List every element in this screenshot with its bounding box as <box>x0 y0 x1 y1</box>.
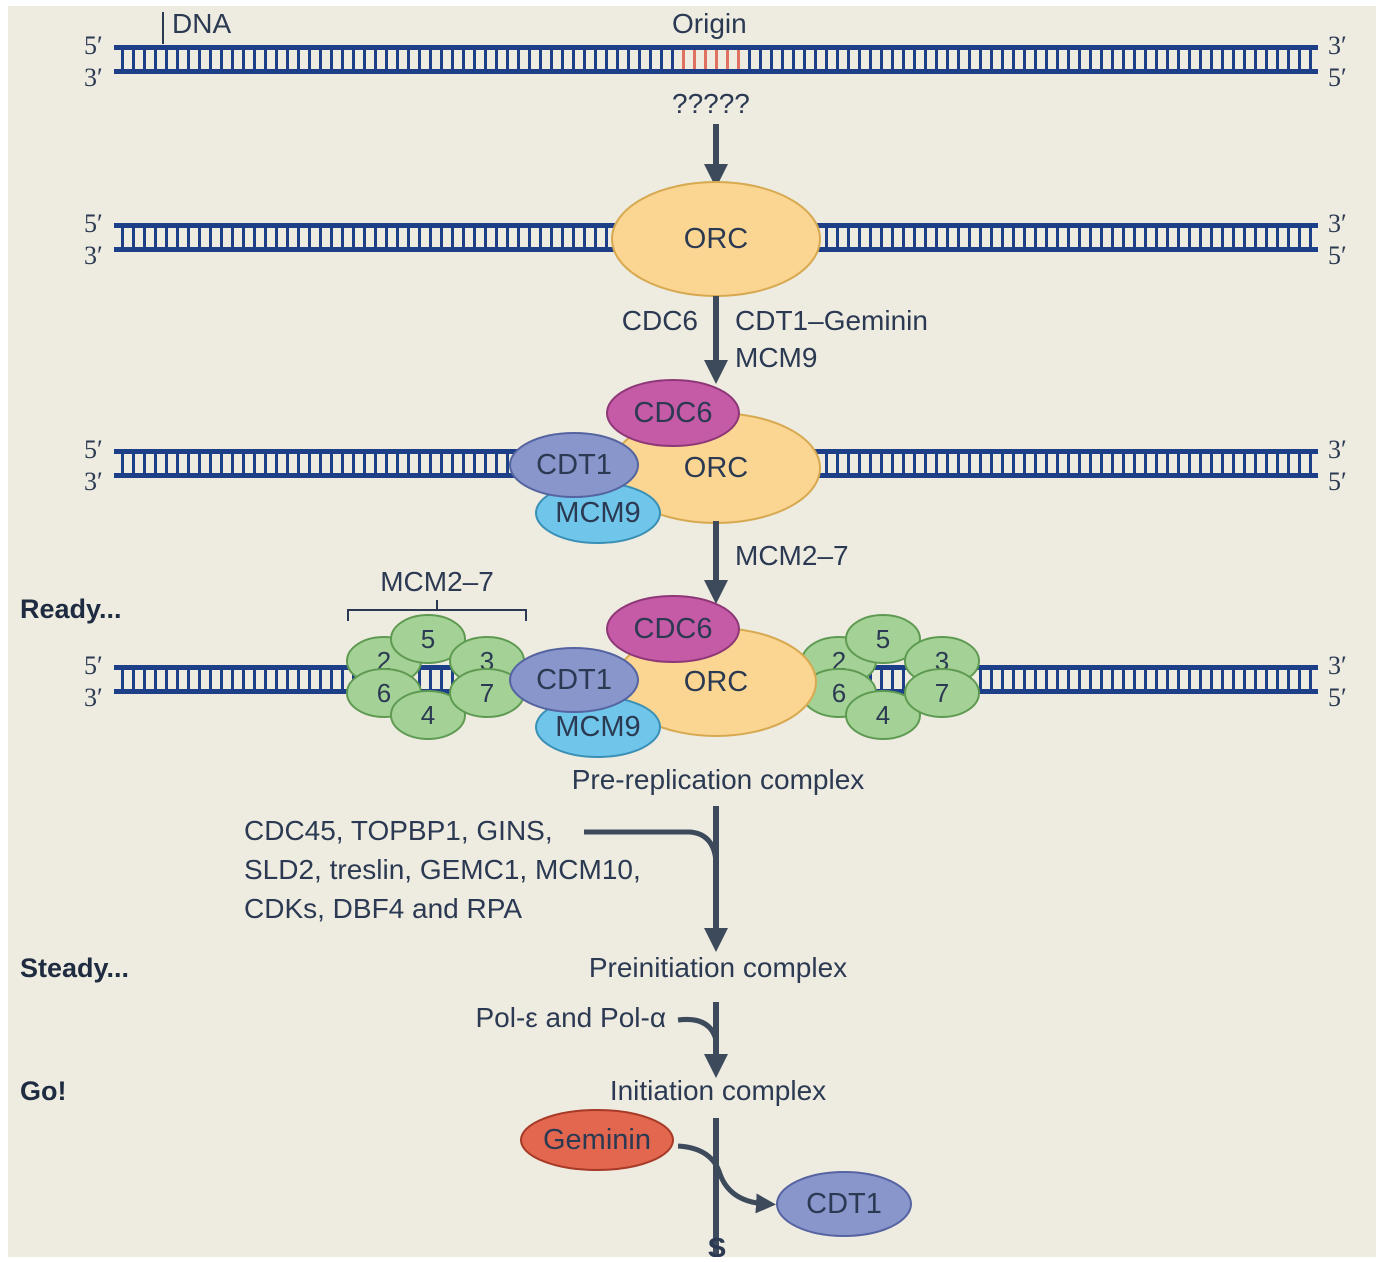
stage-go: Go! <box>20 1076 67 1106</box>
cdc6-protein: CDC6 <box>606 595 740 663</box>
three-prime-label: 3′ <box>1328 31 1347 60</box>
dna-replication-licensing-diagram: DNA Origin ????? 5′ 3′ 3′ 5′ 5′ 3′ 3′ 5′… <box>8 6 1376 1262</box>
svg-text:ORC: ORC <box>684 452 748 484</box>
svg-text:7: 7 <box>480 678 494 708</box>
svg-text:6: 6 <box>377 678 391 708</box>
svg-text:CDC6: CDC6 <box>634 397 713 429</box>
svg-text:7: 7 <box>935 678 949 708</box>
cdt1-protein-released: CDT1 <box>776 1171 912 1237</box>
svg-text:MCM9: MCM9 <box>555 711 640 743</box>
mcm-subunit-7: 7 <box>904 668 980 718</box>
five-prime-label: 5′ <box>84 209 103 238</box>
factor-join-arrow <box>584 829 719 863</box>
svg-text:5: 5 <box>876 624 890 654</box>
svg-text:5: 5 <box>421 624 435 654</box>
initiation-complex-label: Initiation complex <box>610 1075 826 1106</box>
mcm2-7-bracket: MCM2–7 <box>347 566 527 621</box>
svg-text:CDT1: CDT1 <box>536 449 612 481</box>
origin-label: Origin <box>672 8 747 39</box>
svg-text:4: 4 <box>421 700 435 730</box>
dna-duplex-origin <box>114 45 1318 74</box>
step-label-mcm9: MCM9 <box>735 342 817 373</box>
svg-text:ORC: ORC <box>684 223 748 255</box>
stage-steady: Steady... <box>20 953 129 983</box>
step-label-cdc6: CDC6 <box>622 305 698 336</box>
five-prime-label: 5′ <box>1328 467 1347 496</box>
preinitiation-complex-label: Preinitiation complex <box>589 952 847 983</box>
five-prime-label: 5′ <box>84 31 103 60</box>
dna-label: DNA <box>172 8 231 39</box>
svg-text:CDC6: CDC6 <box>634 613 713 645</box>
three-prime-label: 3′ <box>84 63 103 92</box>
svg-text:MCM9: MCM9 <box>555 497 640 529</box>
three-prime-label: 3′ <box>84 241 103 270</box>
polymerase-join-arrow <box>677 1016 719 1041</box>
five-prime-label: 5′ <box>84 435 103 464</box>
svg-text:MCM2–7: MCM2–7 <box>380 566 494 597</box>
geminin-protein: Geminin <box>520 1109 674 1171</box>
svg-text:ORC: ORC <box>684 666 748 698</box>
svg-text:Geminin: Geminin <box>543 1124 651 1156</box>
svg-text:4: 4 <box>876 700 890 730</box>
cdt1-release-arrow <box>677 1143 776 1214</box>
five-prime-label: 5′ <box>1328 63 1347 92</box>
factors-line-2: SLD2, treslin, GEMC1, MCM10, <box>244 854 641 885</box>
cdt1-protein: CDT1 <box>509 647 639 713</box>
factors-line-1: CDC45, TOPBP1, GINS, <box>244 815 553 846</box>
pre-replication-complex-label: Pre-replication complex <box>572 764 865 795</box>
factors-line-3: CDKs, DBF4 and RPA <box>244 893 522 924</box>
svg-text:CDT1: CDT1 <box>806 1188 882 1220</box>
mcm-subunit-5: 5 <box>390 614 466 664</box>
three-prime-label: 3′ <box>1328 651 1347 680</box>
three-prime-label: 3′ <box>1328 435 1347 464</box>
unknown-sequence-marks: ????? <box>672 88 750 119</box>
three-prime-label: 3′ <box>84 467 103 496</box>
stage-ready: Ready... <box>20 594 122 624</box>
mcm-subunit-4: 4 <box>845 690 921 740</box>
three-prime-label: 3′ <box>1328 209 1347 238</box>
cdc6-protein: CDC6 <box>606 379 740 447</box>
s-phase-label: S <box>708 1232 727 1257</box>
svg-text:6: 6 <box>832 678 846 708</box>
orc-complex: ORC <box>611 181 821 297</box>
mcm-subunit-4: 4 <box>390 690 466 740</box>
five-prime-label: 5′ <box>1328 683 1347 712</box>
polymerase-label: Pol-ε and Pol-α <box>475 1002 666 1033</box>
step-label-cdt1-geminin: CDT1–Geminin <box>735 305 928 336</box>
step-label-mcm2-7: MCM2–7 <box>735 540 849 571</box>
five-prime-label: 5′ <box>1328 241 1347 270</box>
five-prime-label: 5′ <box>84 651 103 680</box>
mcm-subunit-7: 7 <box>449 668 525 718</box>
cdt1-protein: CDT1 <box>509 432 639 498</box>
mcm-subunit-5: 5 <box>845 614 921 664</box>
mcm9-protein: MCM9 <box>535 482 661 544</box>
three-prime-label: 3′ <box>84 683 103 712</box>
svg-text:CDT1: CDT1 <box>536 664 612 696</box>
